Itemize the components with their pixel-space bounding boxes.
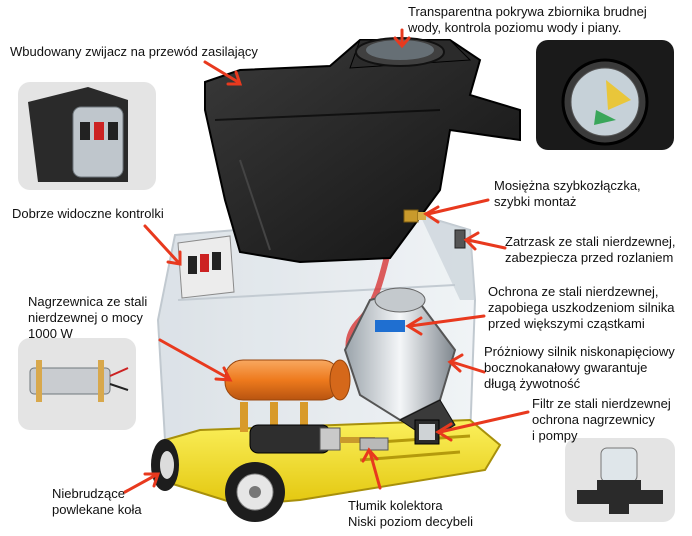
heater [224, 359, 351, 432]
arrow-lid-head [393, 36, 411, 49]
arrow-screen [408, 314, 486, 328]
label-screen: Ochrona ze stali nierdzewnej, zapobiega … [488, 284, 675, 331]
arrow-motor-head [447, 353, 464, 373]
label-controls: Dobrze widoczne kontrolki [12, 206, 164, 221]
arrow-wheels-head [143, 472, 161, 488]
dirty-water-tank [204, 37, 521, 264]
arrow-controls [143, 224, 180, 264]
arrow-coupler [426, 198, 490, 216]
arrow-latch [466, 238, 507, 250]
arrow-coupler-head [423, 205, 440, 224]
arrow-muffler-head [361, 447, 379, 463]
arrow-motor [450, 360, 486, 374]
arrow-cord [203, 60, 240, 84]
label-lid: Transparentna pokrywa zbiornika brudnej … [408, 4, 647, 35]
inset-cord-wrap [18, 82, 156, 190]
arrow-cord-head [226, 70, 243, 86]
inline-filter [414, 419, 440, 445]
control-panel [177, 235, 235, 299]
label-coupler: Mosiężna szybkozłączka, szybki montaż [494, 178, 641, 209]
wheels [151, 439, 285, 522]
arrow-muffler [368, 450, 382, 490]
latch [454, 229, 466, 249]
label-wheels: Niebrudzące powlekane koła [52, 486, 142, 517]
arrow-heater [158, 338, 230, 380]
label-cord-wrap: Wbudowany zwijacz na przewód zasilający [10, 44, 258, 59]
callout-arrows [123, 28, 530, 494]
arrow-heater-head [214, 366, 233, 382]
label-filter: Filtr ze stali nierdzewnej ochrona nagrz… [532, 396, 671, 443]
inset-filter [565, 438, 675, 522]
label-motor: Próżniowy silnik niskonapięciowy bocznok… [484, 344, 675, 391]
arrow-screen-head [405, 316, 423, 336]
label-muffler: Tłumik kolektora Niski poziom decybeli [348, 498, 473, 529]
arrow-filter-head [435, 422, 453, 442]
inset-heater [18, 338, 136, 430]
muffler [359, 437, 389, 451]
label-heater: Nagrzewnica ze stali nierdzewnej o mocy … [28, 294, 148, 341]
arrow-latch-head [463, 231, 480, 251]
inset-lid [536, 40, 674, 150]
arrow-filter [438, 410, 530, 434]
arrow-controls-head [166, 250, 182, 266]
label-latch: Zatrzask ze stali nierdzewnej, zabezpiec… [505, 234, 676, 265]
brass-coupler [403, 209, 426, 223]
arrow-wheels [123, 473, 158, 494]
